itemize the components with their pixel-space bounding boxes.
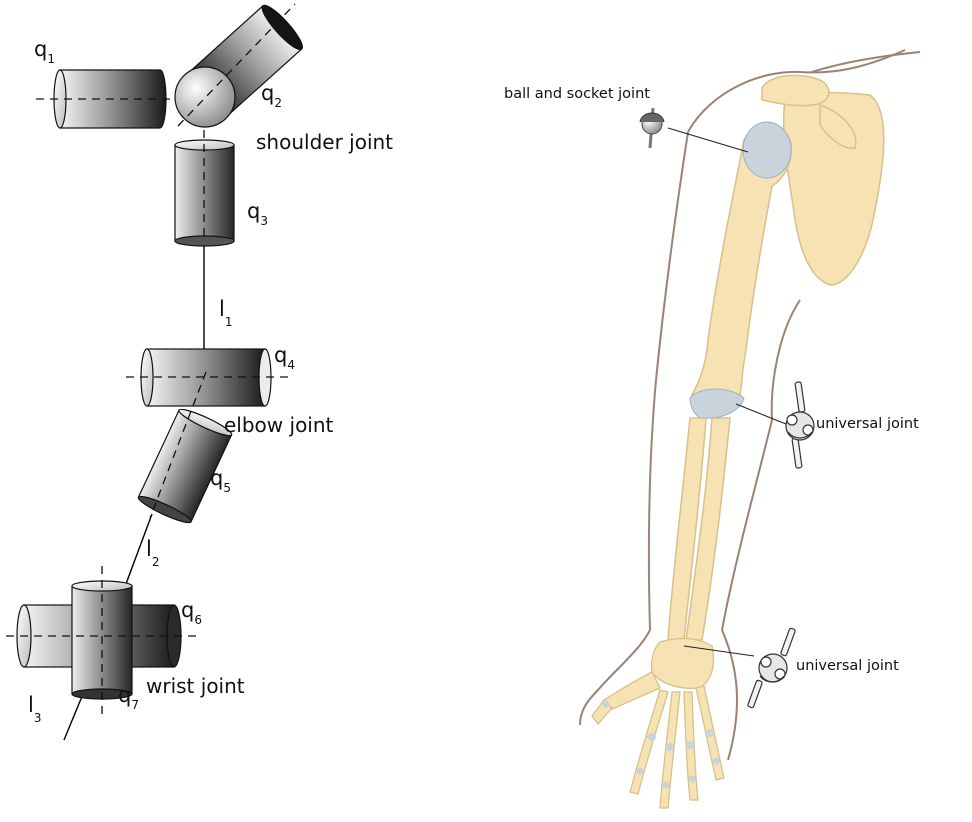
elbow-cartilage — [690, 389, 744, 418]
acromion-bone — [762, 75, 829, 105]
anatomy-illustration: ball and socket joint universal joint un… — [504, 50, 920, 808]
torso-outline — [812, 52, 920, 72]
label-q4: q4 — [274, 343, 295, 372]
label-ball-and-socket-joint: ball and socket joint — [504, 86, 650, 102]
label-wrist-joint: wrist joint — [146, 674, 245, 698]
label-universal-joint-wrist: universal joint — [796, 658, 899, 674]
kinematic-diagram: q1 q2 q3 q4 q5 q6 q7 l1 l2 l3 shoulder j… — [6, 1, 393, 740]
hand-bones — [592, 639, 724, 808]
universal-joint-elbow-icon — [786, 382, 814, 469]
label-q7: q7 — [118, 683, 139, 712]
cylinder-q4 — [126, 349, 288, 406]
humeral-head-cartilage — [743, 122, 791, 178]
label-q5: q5 — [210, 466, 231, 495]
label-l1: l1 — [219, 297, 232, 329]
label-q1: q1 — [34, 37, 55, 66]
ball-socket-joint-icon — [640, 108, 664, 148]
label-shoulder-joint: shoulder joint — [256, 130, 393, 154]
label-universal-joint-elbow: universal joint — [816, 416, 919, 432]
label-l2: l2 — [146, 537, 159, 569]
universal-joint-wrist-icon — [747, 628, 795, 708]
label-elbow-joint: elbow joint — [224, 413, 334, 437]
label-q2: q2 — [261, 81, 282, 110]
label-q6: q6 — [181, 598, 202, 627]
cylinder-q2-cap — [175, 67, 235, 127]
label-l3: l3 — [28, 693, 41, 725]
leader-universal-elbow — [736, 404, 786, 424]
leader-ball-socket — [668, 128, 748, 152]
cylinder-q1 — [36, 70, 182, 128]
cylinder-q3 — [175, 130, 234, 246]
label-q3: q3 — [247, 199, 268, 228]
